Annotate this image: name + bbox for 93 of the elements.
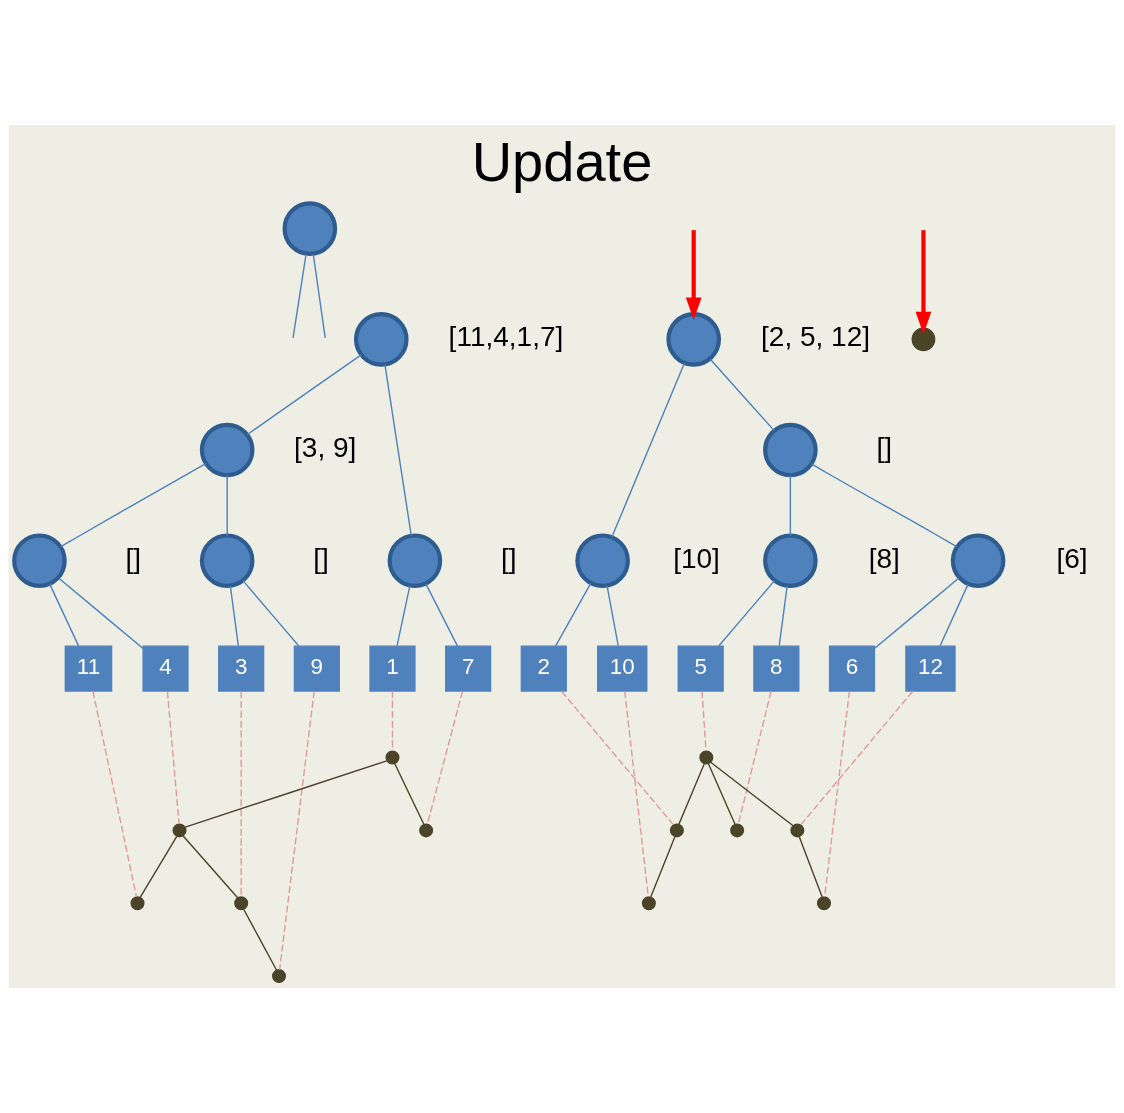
node-box: 11 [64, 645, 113, 692]
node-circle [282, 201, 338, 256]
arrow [915, 230, 932, 335]
node-label: [2, 5, 12] [761, 321, 871, 353]
node-box: 12 [905, 645, 956, 692]
connector [396, 585, 411, 647]
connector [798, 836, 823, 898]
connector [611, 362, 686, 538]
connector [707, 762, 736, 825]
connector [426, 690, 464, 825]
node-circle [816, 896, 831, 911]
connector [425, 583, 459, 647]
connector [391, 690, 394, 752]
connector [606, 585, 619, 647]
node-circle [763, 533, 818, 588]
connector [184, 760, 388, 828]
connector [811, 463, 958, 548]
connector [246, 354, 362, 436]
connector [737, 690, 772, 825]
node-circle [669, 823, 684, 838]
connector [789, 474, 792, 537]
connector [718, 580, 776, 647]
node-label: [8] [868, 542, 900, 574]
node-circle [272, 969, 286, 984]
node-label: [10] [673, 542, 720, 574]
node-circle [172, 823, 187, 838]
node-box: 3 [218, 645, 265, 692]
connector [166, 690, 180, 825]
connector [874, 577, 960, 649]
node-box: 5 [677, 645, 724, 692]
node-circle [385, 750, 400, 765]
connector [242, 580, 300, 647]
connector [778, 585, 788, 647]
node-label: [3, 9] [294, 432, 357, 464]
node-box: 2 [520, 645, 567, 692]
node-circle [199, 422, 255, 478]
node-circle [666, 312, 721, 367]
connector [92, 690, 138, 898]
node-box: 4 [142, 645, 189, 692]
node-box: 10 [597, 645, 648, 692]
node-label: [] [125, 542, 142, 574]
node-box: 8 [753, 645, 800, 692]
connector [384, 363, 412, 537]
node-circle [790, 823, 805, 838]
connector [226, 474, 228, 537]
connector [229, 585, 239, 647]
node-circle [419, 823, 434, 838]
node-circle [353, 312, 409, 367]
connector [709, 358, 775, 432]
connector [710, 761, 794, 827]
node-circle [641, 896, 656, 911]
node-circle [730, 823, 745, 838]
node-circle [130, 896, 145, 911]
connector [60, 462, 207, 548]
node-box: 7 [445, 645, 492, 692]
node-label: [6] [1056, 542, 1088, 574]
connector [57, 577, 144, 649]
node-label: [] [500, 542, 517, 574]
connector [800, 690, 914, 826]
node-circle [763, 422, 818, 478]
node-box: 1 [369, 645, 416, 692]
node-circle [199, 533, 255, 588]
connector [240, 690, 242, 898]
connector [242, 908, 278, 971]
node-box: 9 [293, 645, 340, 692]
connector [561, 690, 675, 826]
node-circle [699, 750, 714, 765]
node-circle [575, 533, 630, 588]
node-circle [12, 533, 67, 588]
connector [650, 836, 676, 898]
node-label: [11,4,1,7] [448, 321, 564, 353]
arrow [685, 230, 702, 320]
connector [554, 582, 592, 647]
node-circle [234, 896, 249, 911]
node-circle [911, 327, 936, 352]
node-box: 6 [828, 645, 876, 692]
connector [624, 690, 649, 898]
connector [278, 690, 315, 971]
node-label: [] [313, 542, 329, 574]
connector [182, 835, 239, 899]
connector [312, 253, 326, 339]
connector [939, 583, 969, 647]
connector [292, 253, 307, 339]
connector [394, 762, 425, 825]
connector [139, 835, 178, 898]
connector [48, 583, 80, 647]
connector [701, 690, 707, 752]
connector [823, 690, 851, 898]
connector [678, 763, 705, 826]
node-circle [950, 533, 1006, 588]
node-circle [387, 533, 443, 588]
diagram-title: Update [471, 130, 653, 194]
node-label: [] [876, 432, 893, 464]
